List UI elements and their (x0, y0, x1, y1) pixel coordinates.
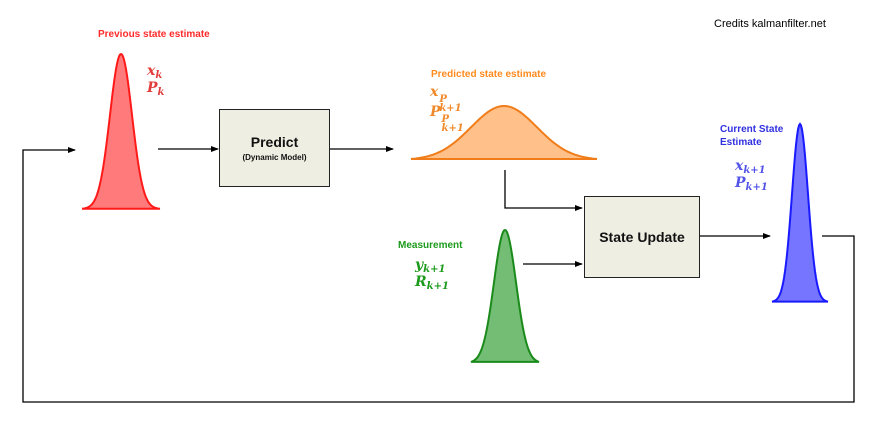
measurement-y-symbol: yk+1 (415, 257, 446, 275)
current-state-distribution (771, 122, 829, 303)
state-update-block: State Update (584, 196, 700, 278)
measurement-r-symbol: Rk+1 (415, 274, 449, 292)
credits-text: Credits kalmanfilter.net (714, 18, 826, 30)
previous-p-symbol: Pk (147, 80, 165, 98)
previous-state-title: Previous state estimate (98, 29, 210, 40)
current-x-symbol: xk+1 (735, 158, 766, 176)
predict-label: Predict (250, 134, 299, 150)
current-state-title: Current State Estimate (720, 124, 784, 148)
previous-state-distribution (81, 52, 161, 210)
predicted-state-title: Predicted state estimate (431, 69, 547, 80)
feedback-loop-line (22, 147, 855, 403)
current-p-symbol: Pk+1 (735, 175, 768, 193)
predict-sublabel: (Dynamic Model) (242, 153, 307, 162)
predict-block: Predict (Dynamic Model) (219, 109, 330, 187)
previous-x-symbol: xk (147, 63, 163, 81)
measurement-title: Measurement (398, 240, 463, 251)
state-update-label: State Update (599, 229, 685, 245)
predicted-state-distribution (410, 105, 598, 160)
arrow-predicted-to-update (504, 170, 583, 211)
measurement-distribution (470, 228, 540, 363)
